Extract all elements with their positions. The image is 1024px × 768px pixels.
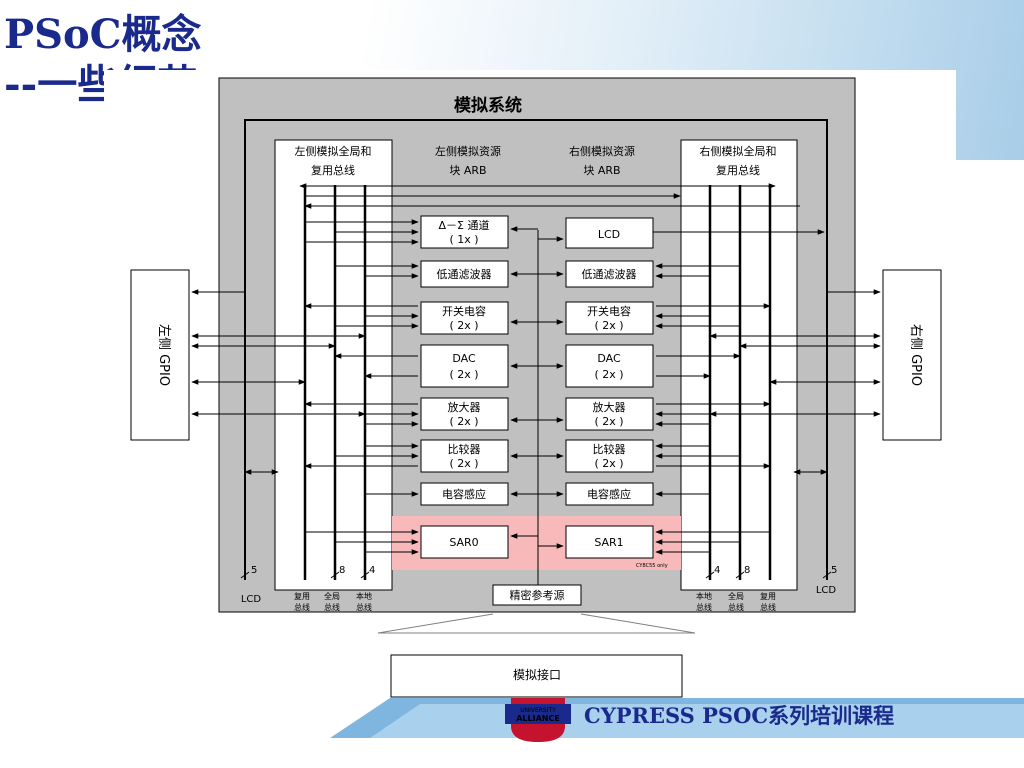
right-block-arrows — [653, 229, 825, 555]
system-title: 模拟系统 — [454, 95, 522, 116]
left-amplifier-block — [420, 397, 509, 431]
footer-course-title: CYPRESS PSOC系列培训课程 — [584, 703, 895, 728]
left-lowpass-block — [420, 260, 509, 288]
right-arb-label-line2: 块 ARB — [583, 164, 620, 177]
right-switched-cap-block — [565, 301, 654, 335]
left-block-stack: Δ－Σ 通道 ( 1x ) 低通滤波器 开关电容 ( 2x ) DAC ( 2x… — [420, 215, 509, 559]
svg-text:5: 5 — [831, 565, 837, 576]
svg-text:SAR1: SAR1 — [594, 536, 623, 549]
left-bus-label-line2: 复用总线 — [311, 163, 355, 177]
svg-text:电容感应: 电容感应 — [587, 487, 631, 501]
sar0-block — [420, 525, 509, 559]
right-lowpass-block — [565, 260, 654, 288]
svg-text:( 2x ): ( 2x ) — [594, 319, 623, 332]
lcd-bus-frame — [244, 119, 828, 580]
svg-text:Δ－Σ 通道: Δ－Σ 通道 — [439, 218, 490, 232]
sar1-block — [565, 525, 654, 559]
right-bus-label-line1: 右侧模拟全局和 — [700, 144, 777, 158]
analog-system-diagram: 模拟系统 左侧模拟全局和 复用总线 右侧模拟全局和 复用总线 左侧模拟资源 块 … — [130, 77, 942, 698]
right-block-stack: LCD 低通滤波器 开关电容 ( 2x ) DAC ( 2x ) 放大器 ( 2… — [565, 217, 654, 559]
svg-text:( 2x ): ( 2x ) — [449, 319, 478, 332]
left-bus-region — [274, 139, 393, 591]
precision-reference-label: 精密参考源 — [510, 588, 565, 602]
svg-text:总线: 总线 — [324, 602, 340, 612]
svg-text:( 2x ): ( 2x ) — [594, 457, 623, 470]
slide-title: PSoC概念 — [4, 11, 202, 58]
university-alliance-logo: UNIVERSITY ALLIANCE — [505, 698, 571, 742]
svg-text:总线: 总线 — [356, 602, 372, 612]
svg-text:总线: 总线 — [728, 602, 744, 612]
svg-text:ALLIANCE: ALLIANCE — [516, 714, 560, 723]
svg-text:( 2x ): ( 2x ) — [449, 368, 478, 381]
bus-count-labels: 5 8 4 4 8 5 — [251, 565, 837, 576]
right-dac-block — [565, 344, 654, 388]
left-bottom-bus-labels: 复用 总线 全局 总线 本地 总线 — [294, 591, 372, 612]
svg-text:( 2x ): ( 2x ) — [594, 415, 623, 428]
svg-text:8: 8 — [744, 565, 750, 576]
left-arb-label-line2: 块 ARB — [449, 164, 486, 177]
svg-text:4: 4 — [714, 565, 720, 576]
top-bus-arrows — [299, 183, 800, 209]
right-bus-label-line2: 复用总线 — [716, 163, 760, 177]
delta-sigma-block — [420, 215, 509, 249]
svg-text:放大器: 放大器 — [593, 400, 626, 414]
svg-text:总线: 总线 — [696, 602, 712, 612]
lcd-block — [565, 217, 654, 249]
left-dac-block — [420, 344, 509, 388]
interface-callout-lines — [377, 613, 696, 634]
svg-text:DAC: DAC — [452, 352, 476, 365]
svg-text:( 2x ): ( 2x ) — [594, 368, 623, 381]
left-capsense-block — [420, 482, 509, 506]
lcd-right-label: LCD — [816, 585, 837, 596]
left-gpio-box — [130, 269, 190, 441]
svg-text:8: 8 — [339, 565, 345, 576]
left-switched-cap-block — [420, 301, 509, 335]
svg-text:总线: 总线 — [760, 602, 776, 612]
center-arrows — [510, 226, 564, 549]
right-gpio-label: 右侧 GPIO — [908, 324, 923, 386]
svg-text:SAR0: SAR0 — [449, 536, 478, 549]
svg-text:开关电容: 开关电容 — [587, 304, 631, 318]
right-gpio-box — [882, 269, 942, 441]
svg-text:4: 4 — [369, 565, 375, 576]
svg-text:比较器: 比较器 — [448, 442, 481, 456]
svg-text:LCD: LCD — [598, 228, 620, 241]
lcd-left-label: LCD — [241, 594, 262, 605]
left-block-arrows — [304, 219, 419, 555]
svg-text:复用: 复用 — [294, 591, 310, 601]
svg-text:全局: 全局 — [324, 591, 340, 601]
right-comparator-block — [565, 439, 654, 473]
analog-interface-box — [390, 654, 683, 698]
analog-interface-label: 模拟接口 — [513, 667, 561, 682]
left-arb-label-line1: 左侧模拟资源 — [435, 144, 501, 158]
left-bus-label-line1: 左侧模拟全局和 — [295, 144, 372, 158]
right-bottom-bus-labels: 本地 总线 全局 总线 复用 总线 — [696, 591, 776, 612]
gpio-arrows — [191, 289, 881, 475]
svg-text:总线: 总线 — [294, 602, 310, 612]
svg-text:( 1x ): ( 1x ) — [449, 233, 478, 246]
right-amplifier-block — [565, 397, 654, 431]
svg-text:( 2x ): ( 2x ) — [449, 457, 478, 470]
right-arb-label-line1: 右侧模拟资源 — [569, 144, 635, 158]
svg-text:全局: 全局 — [728, 591, 744, 601]
precision-reference-box — [492, 584, 582, 606]
left-comparator-block — [420, 439, 509, 473]
svg-text:复用: 复用 — [760, 591, 776, 601]
svg-text:5: 5 — [251, 565, 257, 576]
svg-text:比较器: 比较器 — [593, 442, 626, 456]
svg-text:本地: 本地 — [696, 591, 712, 601]
cy8c55-note: CY8C55 only — [636, 563, 668, 569]
svg-text:电容感应: 电容感应 — [442, 487, 486, 501]
right-capsense-block — [565, 482, 654, 506]
svg-text:( 2x ): ( 2x ) — [449, 415, 478, 428]
svg-text:本地: 本地 — [356, 591, 372, 601]
svg-text:UNIVERSITY: UNIVERSITY — [520, 707, 556, 714]
bus-count-ticks — [240, 571, 832, 579]
svg-text:开关电容: 开关电容 — [442, 304, 486, 318]
svg-text:低通滤波器: 低通滤波器 — [582, 268, 637, 281]
svg-text:DAC: DAC — [597, 352, 621, 365]
left-gpio-label: 左侧 GPIO — [156, 324, 171, 386]
svg-text:低通滤波器: 低通滤波器 — [437, 268, 492, 281]
svg-text:放大器: 放大器 — [448, 400, 481, 414]
